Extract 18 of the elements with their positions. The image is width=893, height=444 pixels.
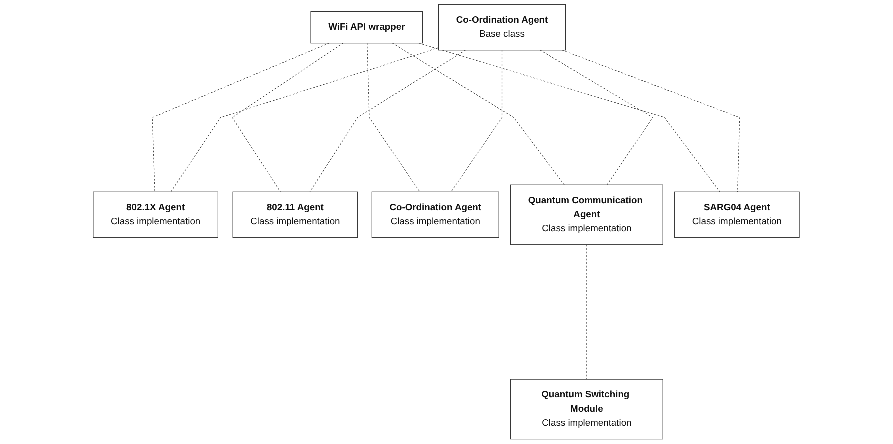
node-box: Quantum Communication Agent Class implementation bbox=[510, 184, 664, 246]
connector bbox=[367, 43, 420, 192]
connector bbox=[310, 50, 466, 192]
node-box: Co-Ordination Agent Class implementation bbox=[372, 192, 500, 238]
node-box: SARG04 Agent Class implementation bbox=[674, 192, 800, 238]
connector bbox=[152, 43, 330, 192]
connector bbox=[232, 43, 344, 192]
connector bbox=[586, 244, 588, 380]
node-box: Quantum Switching Module Class implementation bbox=[510, 379, 664, 440]
node-box: 802.11 Agent Class implementation bbox=[232, 192, 358, 238]
connector bbox=[418, 43, 720, 192]
connector bbox=[540, 50, 654, 186]
node-box: WiFi API wrapper bbox=[310, 11, 424, 44]
connector bbox=[170, 48, 440, 192]
node-box: Co-Ordination Agent Base class bbox=[438, 4, 566, 51]
connector bbox=[450, 50, 503, 192]
node-box: 802.1X Agent Class implementation bbox=[93, 192, 218, 238]
connector bbox=[392, 43, 565, 186]
